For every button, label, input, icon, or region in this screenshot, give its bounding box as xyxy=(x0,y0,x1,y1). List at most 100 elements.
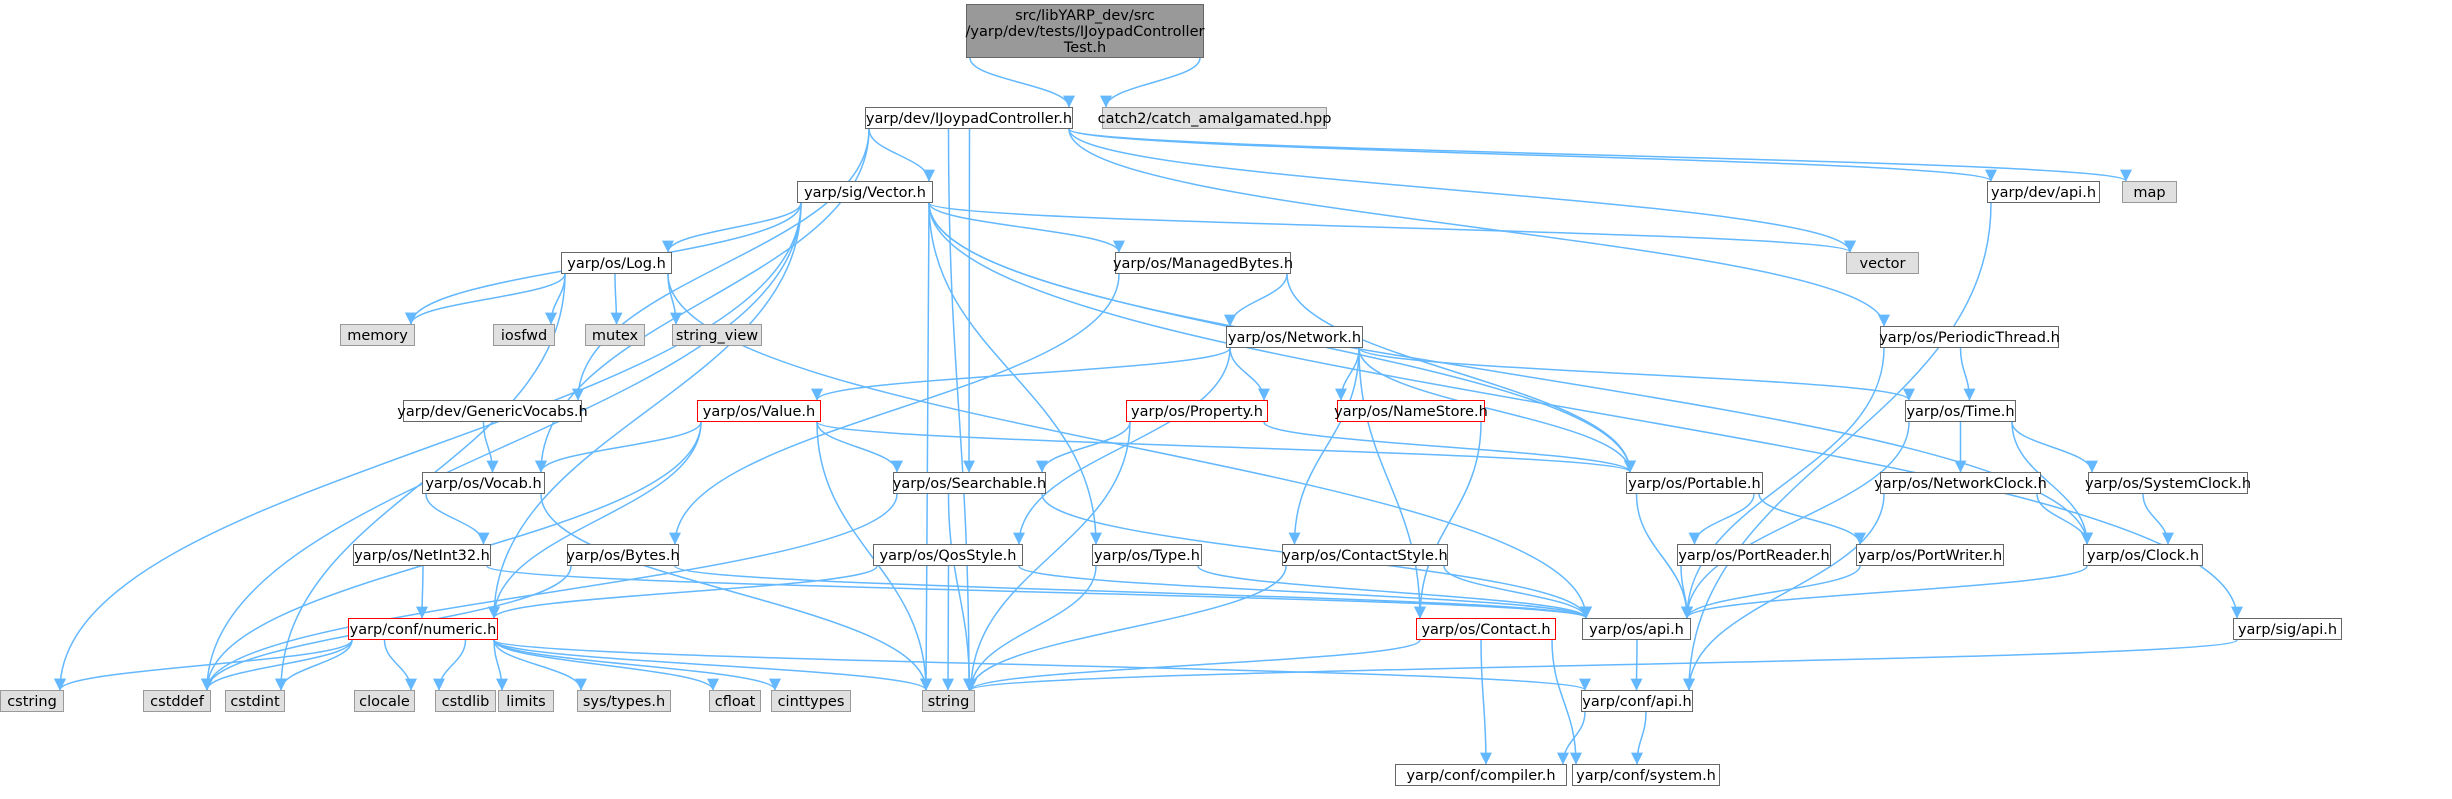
node-cstring[interactable]: cstring xyxy=(0,690,64,712)
node-osapi[interactable]: yarp/os/api.h xyxy=(1582,618,1691,640)
node-value[interactable]: yarp/os/Value.h xyxy=(697,400,821,422)
node-time[interactable]: yarp/os/Time.h xyxy=(1905,400,2016,422)
edge-ijoy-to-vector xyxy=(1068,128,1856,253)
edge-vectorh-to-log xyxy=(662,202,802,253)
node-memory[interactable]: memory xyxy=(340,324,415,346)
node-clock[interactable]: yarp/os/Clock.h xyxy=(2083,544,2203,566)
edge-numeric-to-systypes xyxy=(493,639,587,691)
node-cstddef[interactable]: cstddef xyxy=(143,690,211,712)
node-ijoy[interactable]: yarp/dev/IJoypadController.h xyxy=(865,107,1073,129)
node-qos[interactable]: yarp/os/QosStyle.h xyxy=(873,544,1023,566)
node-vectorh[interactable]: yarp/sig/Vector.h xyxy=(797,181,933,203)
node-label: clocale xyxy=(359,694,410,710)
node-box xyxy=(1880,326,2059,348)
node-systypes[interactable]: sys/types.h xyxy=(577,690,671,712)
edge-portreader-to-osapi xyxy=(1680,565,1693,619)
node-label: yarp/os/NetworkClock.h xyxy=(1874,476,2047,492)
node-layer: src/libYARP_dev/src/yarp/dev/tests/IJoyp… xyxy=(0,4,2342,786)
node-devapi[interactable]: yarp/dev/api.h xyxy=(1987,181,2100,203)
edge-root-to-ijoy xyxy=(969,57,1075,108)
node-label: cstring xyxy=(7,694,57,710)
node-string[interactable]: string xyxy=(922,690,975,712)
node-numeric[interactable]: yarp/conf/numeric.h xyxy=(348,618,498,640)
edge-numeric-to-confapi xyxy=(493,639,1591,691)
edge-contact-to-system xyxy=(1551,639,1582,765)
node-namestore[interactable]: yarp/os/NameStore.h xyxy=(1334,400,1488,422)
node-label: yarp/os/NameStore.h xyxy=(1334,404,1488,420)
node-label: cstdlib xyxy=(442,694,490,710)
node-genvocabs[interactable]: yarp/dev/GenericVocabs.h xyxy=(397,400,588,422)
node-label: string_view xyxy=(676,328,758,344)
edge-vocab-to-string xyxy=(540,493,932,691)
node-label: cstddef xyxy=(150,694,205,710)
node-label: cinttypes xyxy=(778,694,845,710)
node-box xyxy=(1987,181,2100,203)
node-portreader[interactable]: yarp/os/PortReader.h xyxy=(1677,544,1831,566)
node-label: yarp/os/SystemClock.h xyxy=(2085,476,2251,492)
edge-contact-to-compiler xyxy=(1479,639,1492,765)
node-label: yarp/os/PortReader.h xyxy=(1678,548,1829,564)
node-network[interactable]: yarp/os/Network.h xyxy=(1226,326,1363,348)
node-box xyxy=(1846,252,1919,274)
node-label: yarp/os/Time.h xyxy=(1906,404,2014,420)
node-bytes[interactable]: yarp/os/Bytes.h xyxy=(566,544,680,566)
node-confapi[interactable]: yarp/conf/api.h xyxy=(1581,690,1693,712)
node-portwriter[interactable]: yarp/os/PortWriter.h xyxy=(1856,544,2004,566)
node-sysclock[interactable]: yarp/os/SystemClock.h xyxy=(2085,472,2251,494)
node-stringview[interactable]: string_view xyxy=(672,324,762,346)
node-box xyxy=(1102,107,1327,129)
node-label: /yarp/dev/tests/IJoypadController xyxy=(966,24,1205,40)
node-catch[interactable]: catch2/catch_amalgamated.hpp xyxy=(1098,107,1332,129)
node-label: yarp/conf/api.h xyxy=(1582,694,1691,710)
node-box xyxy=(709,690,761,712)
node-box xyxy=(353,544,491,566)
node-box xyxy=(865,107,1073,129)
node-root[interactable]: src/libYARP_dev/src/yarp/dev/tests/IJoyp… xyxy=(966,4,1205,58)
edge-type-to-string xyxy=(965,565,1097,691)
node-netclock[interactable]: yarp/os/NetworkClock.h xyxy=(1874,472,2047,494)
node-netint[interactable]: yarp/os/NetInt32.h xyxy=(353,544,491,566)
node-label: map xyxy=(2133,185,2165,201)
node-box xyxy=(1395,764,1567,786)
node-managed[interactable]: yarp/os/ManagedBytes.h xyxy=(1113,252,1293,274)
edge-network-to-contactstyle xyxy=(1288,347,1360,545)
node-searchable[interactable]: yarp/os/Searchable.h xyxy=(893,472,1046,494)
node-cinttypes[interactable]: cinttypes xyxy=(771,690,851,712)
node-vocab[interactable]: yarp/os/Vocab.h xyxy=(422,472,545,494)
edge-qos-to-numeric xyxy=(488,565,878,619)
edge-netclock-to-confapi xyxy=(1683,493,1885,691)
edge-searchable-to-cstddef xyxy=(201,493,898,691)
node-type[interactable]: yarp/os/Type.h xyxy=(1092,544,1202,566)
node-periodic[interactable]: yarp/os/PeriodicThread.h xyxy=(1879,326,2060,348)
edge-contactstyle-to-osapi xyxy=(1443,565,1592,619)
edge-sigapi-to-string xyxy=(965,639,2238,691)
node-box xyxy=(1677,544,1831,566)
node-vector[interactable]: vector xyxy=(1846,252,1919,274)
node-cstdint[interactable]: cstdint xyxy=(225,690,285,712)
edge-network-to-property xyxy=(1229,347,1270,401)
node-box xyxy=(1582,618,1691,640)
node-log[interactable]: yarp/os/Log.h xyxy=(561,252,672,274)
edge-vectorh-to-vector xyxy=(928,202,1856,253)
node-iosfwd[interactable]: iosfwd xyxy=(493,324,555,346)
node-sigapi[interactable]: yarp/sig/api.h xyxy=(2233,618,2342,640)
node-limits[interactable]: limits xyxy=(498,690,554,712)
node-box xyxy=(498,690,554,712)
edge-ijoy-to-devapi xyxy=(1068,128,1997,182)
edge-network-to-portable xyxy=(1358,347,1636,473)
node-contact[interactable]: yarp/os/Contact.h xyxy=(1416,618,1556,640)
edge-vocab-to-netint xyxy=(425,493,490,545)
node-portable[interactable]: yarp/os/Portable.h xyxy=(1626,472,1763,494)
edge-contact-to-string xyxy=(965,639,1421,691)
node-contactstyle[interactable]: yarp/os/ContactStyle.h xyxy=(1282,544,1448,566)
node-compiler[interactable]: yarp/conf/compiler.h xyxy=(1395,764,1567,786)
edge-numeric-to-cfloat xyxy=(493,639,719,691)
node-cfloat[interactable]: cfloat xyxy=(709,690,761,712)
node-map[interactable]: map xyxy=(2122,181,2177,203)
node-property[interactable]: yarp/os/Property.h xyxy=(1126,400,1268,422)
node-system[interactable]: yarp/conf/system.h xyxy=(1572,764,1720,786)
node-box xyxy=(1126,400,1268,422)
node-clocale[interactable]: clocale xyxy=(354,690,415,712)
node-cstdlib[interactable]: cstdlib xyxy=(435,690,496,712)
node-mutex[interactable]: mutex xyxy=(585,324,645,346)
